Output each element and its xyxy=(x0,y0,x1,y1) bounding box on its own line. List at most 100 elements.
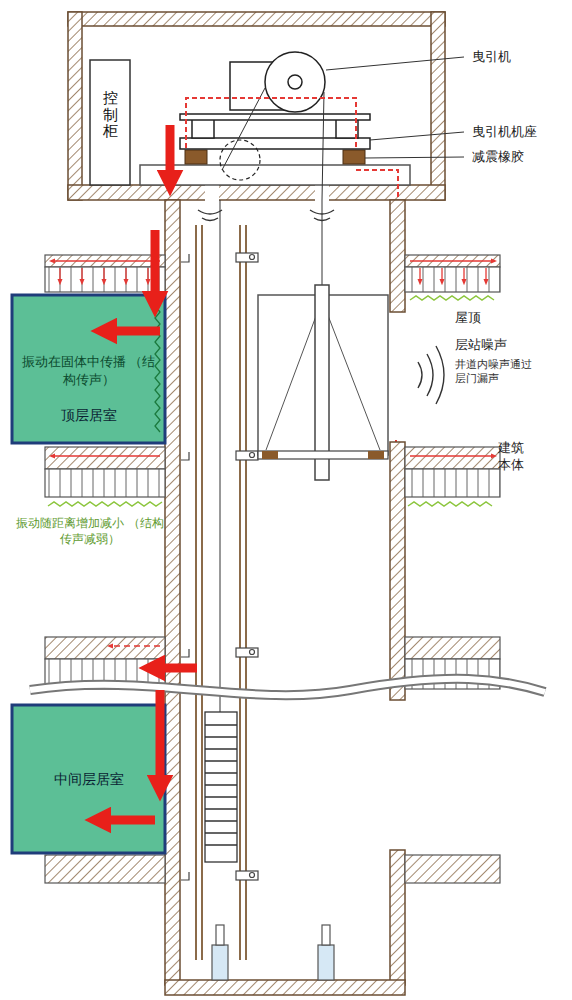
traction-machine xyxy=(336,118,358,138)
traction-machine xyxy=(140,35,410,200)
rail-brackets xyxy=(181,872,189,880)
traction-machine xyxy=(222,88,265,170)
part-label: 建筑 本体 xyxy=(498,440,526,474)
structure-borne-arrows xyxy=(112,327,160,336)
slab-vibration-arrows xyxy=(147,268,148,282)
sound-waves xyxy=(427,354,433,396)
sound-waves xyxy=(198,210,222,214)
traction-machine xyxy=(288,75,302,89)
traction-machine xyxy=(192,118,214,138)
traction-machine xyxy=(265,52,325,112)
traction-machine xyxy=(140,165,410,185)
floor-slabs xyxy=(45,855,165,883)
slab-vibration-arrows xyxy=(125,268,126,282)
rail-brackets xyxy=(250,650,255,655)
traction-machine xyxy=(180,114,370,120)
slab-vibration-arrows xyxy=(52,260,160,261)
floor-slabs xyxy=(45,447,165,469)
vibration-path-dashed xyxy=(175,98,398,870)
elevator-car xyxy=(322,200,323,285)
vibration-path-dashed xyxy=(186,98,356,148)
guide-rails xyxy=(196,225,246,960)
elevator-car xyxy=(266,300,322,450)
room-shapes xyxy=(155,300,160,432)
traction-machine xyxy=(343,150,365,164)
floor-slabs xyxy=(405,267,500,292)
counterweight xyxy=(205,712,237,862)
sound-waves xyxy=(418,362,422,388)
vibration-note: 振动随距离增加减小 （结构传声减弱） xyxy=(15,516,165,547)
rail-brackets xyxy=(250,453,255,458)
leader-lines xyxy=(326,57,464,70)
shaft-walls xyxy=(165,980,405,995)
part-label: 减震橡胶 xyxy=(472,149,524,166)
structure-borne-arrows xyxy=(156,690,165,780)
room-shapes xyxy=(12,295,165,443)
rail-brackets xyxy=(250,873,255,878)
structure-borne-arrows xyxy=(151,230,160,296)
slab-vibration-arrows xyxy=(81,268,82,282)
slab-vibration-arrows xyxy=(485,268,486,282)
slab-vibration-arrows xyxy=(110,645,160,646)
elevator-car xyxy=(258,451,388,459)
guide-rails xyxy=(239,225,241,960)
machine-room-walls xyxy=(431,12,445,200)
slab-vibration-arrows xyxy=(52,455,160,456)
floor-slabs xyxy=(405,855,500,883)
room-shapes xyxy=(12,705,165,853)
break-line xyxy=(30,679,545,695)
note-text: 井道内噪声通过 层门漏声 xyxy=(455,357,539,386)
slab-vibration-arrows xyxy=(59,268,60,282)
counterweight xyxy=(205,712,237,862)
slab-vibration-arrows xyxy=(410,260,494,261)
node-text: 振动在固体中传播 （结构传声） xyxy=(18,353,159,388)
leader-lines xyxy=(326,57,464,158)
traction-machine xyxy=(322,92,324,200)
sound-waves xyxy=(436,346,444,404)
rail-brackets xyxy=(236,648,258,657)
traction-machine xyxy=(180,138,370,149)
part-label: 屋顶 xyxy=(455,310,481,327)
slab-vibration-arrows xyxy=(441,268,442,282)
structure-borne-arrows xyxy=(166,125,175,175)
sound-waves xyxy=(202,218,218,221)
buffers xyxy=(212,925,334,980)
rail-brackets xyxy=(181,452,189,460)
vibration-zigzag xyxy=(48,502,162,506)
sound-waves xyxy=(198,210,444,404)
structure-borne-arrows xyxy=(106,816,155,825)
machine-room-walls xyxy=(68,12,445,201)
machine-room-walls xyxy=(68,12,82,200)
elevator-car xyxy=(220,200,221,712)
rail-brackets xyxy=(236,253,258,262)
structure-borne-arrows xyxy=(160,664,197,673)
vibration-zigzag xyxy=(410,296,494,300)
room-box: 中间层居室 xyxy=(12,705,165,853)
shaft-walls xyxy=(390,442,405,700)
traction-machine xyxy=(300,35,301,52)
counterweight xyxy=(205,725,237,845)
guide-rails xyxy=(245,225,247,960)
node-text: 控制柜 xyxy=(103,90,118,140)
buffers xyxy=(318,945,334,980)
elevator-car xyxy=(368,451,384,459)
note-heading: 层站噪声 xyxy=(455,337,507,354)
slab-vibration-arrows xyxy=(419,268,420,282)
shaft-walls xyxy=(165,200,405,995)
elevator-car xyxy=(262,451,278,459)
floor-slabs xyxy=(45,469,165,497)
rail-brackets xyxy=(236,871,258,880)
rail-brackets xyxy=(181,254,189,262)
buffers xyxy=(216,925,224,945)
floor-slabs xyxy=(405,637,500,659)
part-label: 曳引机 xyxy=(472,49,511,66)
elevator-car xyxy=(322,300,380,450)
floor-slabs xyxy=(45,255,165,267)
break-line xyxy=(30,679,545,695)
leader-lines xyxy=(365,157,464,158)
break-line xyxy=(30,679,545,695)
room-box: 振动在固体中传播 （结构传声）顶层居室 xyxy=(12,295,165,443)
control-cabinet: 控制柜 xyxy=(90,60,130,185)
traction-machine xyxy=(220,140,260,180)
guide-rails xyxy=(195,225,197,960)
